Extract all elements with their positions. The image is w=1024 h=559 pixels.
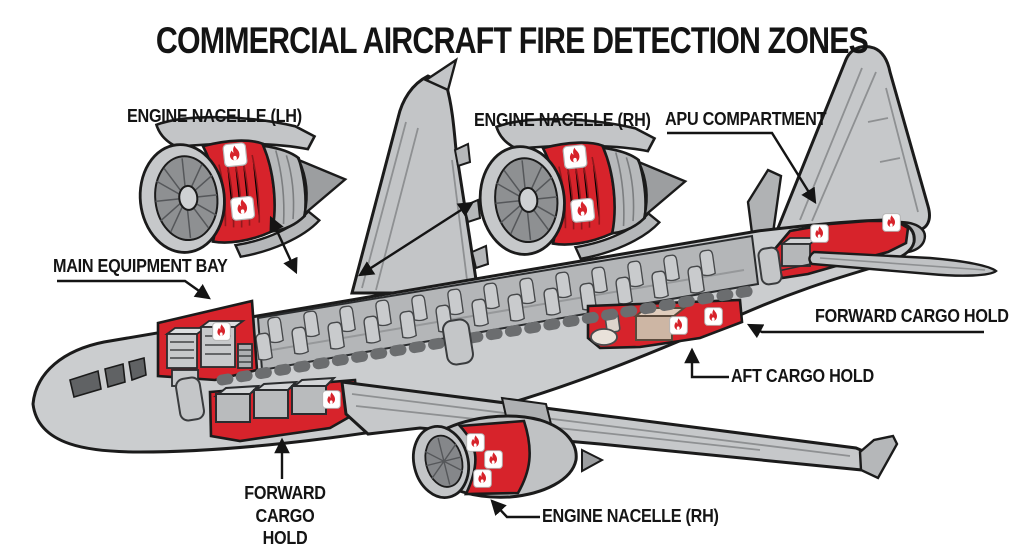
callout-arrows xyxy=(57,131,984,519)
fire-icon xyxy=(669,316,688,335)
arrow-engine-rh-top xyxy=(358,201,474,277)
callout-aft-cargo-hold: AFT CARGO HOLD xyxy=(731,366,874,386)
arrow-forward-cargo-right xyxy=(746,323,984,339)
fire-icon xyxy=(810,224,829,243)
callout-engine-nacelle-rh-top: ENGINE NACELLE (RH) xyxy=(474,110,651,130)
left-horizontal-stabilizer xyxy=(746,168,783,235)
cockpit-windows xyxy=(69,356,147,399)
left-wing xyxy=(350,57,490,295)
diagram-title: COMMERCIAL AIRCRAFT FIRE DETECTION ZONES xyxy=(155,20,869,61)
fire-icon xyxy=(322,390,341,409)
passenger-window-strip xyxy=(216,284,762,386)
right-wing xyxy=(340,380,899,480)
arrow-aft-cargo xyxy=(684,347,729,379)
vertical-stabilizer xyxy=(773,45,931,235)
arrow-main-equipment-bay xyxy=(57,279,211,300)
arrow-engine-lh xyxy=(269,215,298,275)
arrow-engine-rh-bottom xyxy=(490,499,540,519)
fire-icon xyxy=(212,322,231,341)
callout-main-equipment-bay: MAIN EQUIPMENT BAY xyxy=(53,256,228,276)
cargo-containers xyxy=(212,376,337,423)
fire-icon xyxy=(704,307,723,326)
winglet xyxy=(858,434,899,480)
fire-icon xyxy=(484,450,503,469)
underwing-engine xyxy=(411,396,605,499)
callout-engine-nacelle-rh-bottom: ENGINE NACELLE (RH) xyxy=(542,506,719,526)
fire-icon xyxy=(466,433,485,452)
callout-forward-cargo-hold-bottom: FORWARD CARGO HOLD xyxy=(244,483,326,548)
zone-main-equipment-bay xyxy=(156,299,259,387)
callout-apu-compartment: APU COMPARTMENT xyxy=(665,109,827,129)
right-horizontal-stabilizer xyxy=(808,250,998,277)
cabin-doors xyxy=(175,246,783,422)
callout-engine-nacelle-lh: ENGINE NACELLE (LH) xyxy=(127,106,302,126)
engine-intake xyxy=(411,425,471,499)
arrow-apu xyxy=(667,131,817,204)
zone-forward-cargo-hold xyxy=(208,376,360,443)
fire-icon xyxy=(882,213,901,232)
fire-icon xyxy=(473,469,492,488)
callout-forward-cargo-hold-right: FORWARD CARGO HOLD xyxy=(815,306,1009,326)
engine-nacelle-lh-illustration xyxy=(132,103,352,267)
